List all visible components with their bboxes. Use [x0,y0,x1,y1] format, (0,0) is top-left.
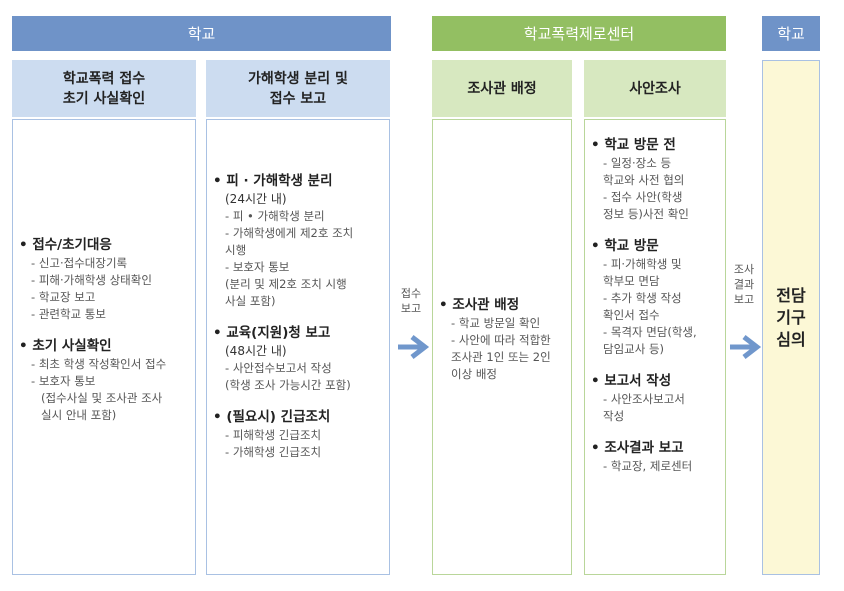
section-subtitle: (48시간 내) [225,344,287,358]
band-label: 학교 [187,25,216,43]
section-separation: 피 · 가해학생 분리 (24시간 내) 피 • 가해학생 분리 가해학생에게 … [213,172,383,310]
section-title: 접수/초기대응 [19,236,189,255]
section-school-visit: 학교 방문 피·가해학생 및 학부모 면담 추가 학생 작성 확인서 접수 목격… [591,237,719,358]
band-label: 학교폭력제로센터 [523,25,635,43]
section-title: 학교 방문 전 [591,136,719,155]
list-item: 가해학생 긴급조치 [213,444,383,461]
section-title: 조사관 배정 [439,296,565,315]
list-item: 사안접수보고서 작성 (학생 조사 가능시간 포함) [213,360,383,394]
header-line: 접수 보고 [269,90,327,107]
band-label: 학교 [777,25,805,43]
header-line: 가해학생 분리 및 [248,70,348,87]
arrow-right-icon [398,335,430,359]
section-title: 보고서 작성 [591,372,719,391]
list-item: 접수 사안(학생 정보 등)사전 확인 [591,189,719,223]
section-title: 피 · 가해학생 분리 [213,172,383,191]
header-investigator-assignment: 조사관 배정 [432,60,572,117]
section-assignment: 조사관 배정 학교 방문일 확인 사안에 따라 적합한 조사관 1인 또는 2인… [439,296,565,383]
list-item: 피 • 가해학생 분리 [213,208,383,225]
header-intake: 학교폭력 접수 초기 사실확인 [12,60,196,117]
list-note: (접수사실 및 조사관 조사 실시 안내 포함) [41,391,163,422]
band-school-left: 학교 [12,16,391,51]
section-title: 초기 사실확인 [19,337,189,356]
box-separation: 피 · 가해학생 분리 (24시간 내) 피 • 가해학생 분리 가해학생에게 … [206,119,390,575]
list-item: 학교장, 제로센터 [591,458,719,475]
box-committee-review: 전담 기구 심의 [762,60,820,575]
section-initial-response: 접수/초기대응 신고·접수대장기록 피해·가해학생 상태확인 학교장 보고 관련… [19,236,189,323]
list-item: 가해학생에게 제2호 조치 시행 [213,225,383,259]
list-item: 보호자 통보 (분리 및 제2호 조치 시행 사실 포함) [213,259,383,310]
section-emergency: (필요시) 긴급조치 피해학생 긴급조치 가해학생 긴급조치 [213,408,383,461]
band-zero-center: 학교폭력제로센터 [432,16,726,51]
header-line: 초기 사실확인 [62,90,146,107]
list-item: 피해·가해학생 상태확인 [19,272,189,289]
list-item: 학교장 보고 [19,289,189,306]
section-report-writing: 보고서 작성 사안조사보고서 작성 [591,372,719,425]
box-investigator-assignment: 조사관 배정 학교 방문일 확인 사안에 따라 적합한 조사관 1인 또는 2인… [432,119,572,575]
header-line: 조사관 배정 [467,80,537,97]
connector-label-result-report: 조사 결과 보고 [733,263,755,306]
section-title: 교육(지원)청 보고 [213,324,383,343]
header-separation: 가해학생 분리 및 접수 보고 [206,60,390,117]
section-before-visit: 학교 방문 전 일정·장소 등 학교와 사전 협의 접수 사안(학생 정보 등)… [591,136,719,223]
list-item: 보호자 통보 [19,373,189,390]
section-title: (필요시) 긴급조치 [213,408,383,427]
list-item: 목격자 면담(학생, 담임교사 등) [591,324,719,358]
list-item: 관련학교 통보 [19,306,189,323]
list-item: 최초 학생 작성확인서 접수 [19,356,189,373]
section-title: 조사결과 보고 [591,439,719,458]
arrow-right-icon [730,335,762,359]
box-case-investigation: 학교 방문 전 일정·장소 등 학교와 사전 협의 접수 사안(학생 정보 등)… [584,119,726,575]
section-subtitle: (24시간 내) [225,192,287,206]
list-item: 사안조사보고서 작성 [591,391,719,425]
section-result-report: 조사결과 보고 학교장, 제로센터 [591,439,719,475]
box-intake: 접수/초기대응 신고·접수대장기록 피해·가해학생 상태확인 학교장 보고 관련… [12,119,196,575]
header-case-investigation: 사안조사 [584,60,726,117]
section-fact-check: 초기 사실확인 최초 학생 작성확인서 접수 보호자 통보 (접수사실 및 조사… [19,337,189,424]
connector-label-receive-report: 접수 보고 [400,287,422,315]
final-box-label: 전담 기구 심의 [776,285,806,349]
list-item: 추가 학생 작성 확인서 접수 [591,290,719,324]
section-title: 학교 방문 [591,237,719,256]
list-item: 피·가해학생 및 학부모 면담 [591,256,719,290]
list-item: 일정·장소 등 학교와 사전 협의 [591,155,719,189]
list-item: 사안에 따라 적합한 조사관 1인 또는 2인 이상 배정 [439,332,565,383]
band-school-right: 학교 [762,16,820,51]
header-line: 사안조사 [629,80,681,97]
list-item: 신고·접수대장기록 [19,255,189,272]
section-office-report: 교육(지원)청 보고 (48시간 내) 사안접수보고서 작성 (학생 조사 가능… [213,324,383,394]
header-line: 학교폭력 접수 [62,70,146,87]
list-item: 피해학생 긴급조치 [213,427,383,444]
list-item: 학교 방문일 확인 [439,315,565,332]
